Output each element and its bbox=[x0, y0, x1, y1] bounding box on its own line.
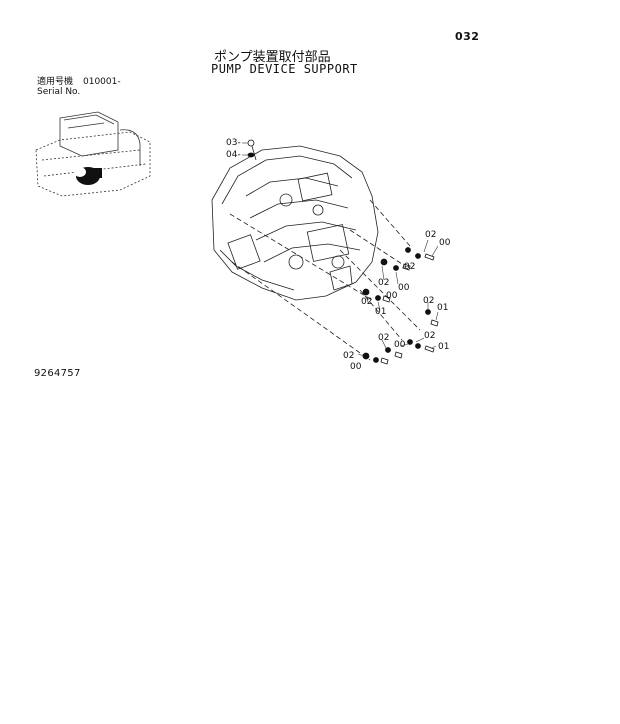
pump-location-highlight bbox=[74, 167, 102, 185]
serial-label-japanese: 適用号機 bbox=[37, 77, 74, 87]
page-number: 032 bbox=[455, 30, 480, 43]
callout-02: 02 bbox=[378, 333, 390, 343]
serial-label-english: Serial No. bbox=[37, 87, 81, 97]
callout-01: 01 bbox=[437, 303, 449, 313]
serial-label: 適用号機 Serial No. bbox=[37, 77, 80, 97]
callout-03: 03- bbox=[226, 138, 241, 148]
callout-02: 02 bbox=[423, 296, 435, 306]
callout-00: 00 bbox=[350, 362, 362, 372]
callout-02: 02 bbox=[343, 351, 355, 361]
callout-00: 00 bbox=[394, 340, 406, 350]
callout-00: 00 bbox=[386, 291, 398, 301]
drawing-number: 9264757 bbox=[34, 368, 81, 379]
callout-02: 02 bbox=[424, 331, 436, 341]
callout-02: 02 bbox=[404, 262, 416, 272]
callout-00: 01 bbox=[438, 342, 450, 352]
callout-02: 02 bbox=[361, 297, 373, 307]
callout-04: 04- bbox=[226, 150, 241, 160]
callout-00: 00 bbox=[439, 238, 451, 248]
callout-00: 00 bbox=[398, 283, 410, 293]
page-title-japanese: ポンプ装置取付部品 bbox=[214, 50, 331, 65]
callout-01: 01 bbox=[375, 307, 387, 317]
serial-value: 010001- bbox=[83, 77, 121, 87]
callout-02: 02 bbox=[378, 278, 390, 288]
callout-02: 02 bbox=[425, 230, 437, 240]
page-title-english: PUMP DEVICE SUPPORT bbox=[211, 62, 358, 76]
